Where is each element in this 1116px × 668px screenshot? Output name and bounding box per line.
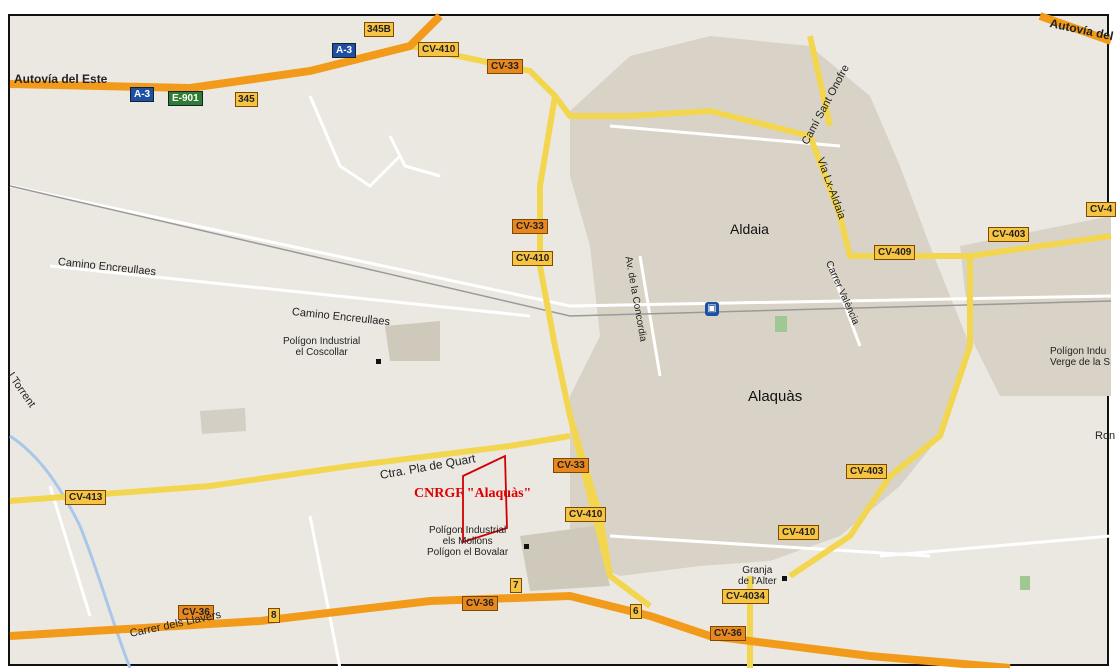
cv410-shield: CV-410 (778, 525, 820, 540)
poi-marker (782, 576, 787, 581)
train-station-icon[interactable]: ▣ (705, 302, 719, 316)
cv410-shield: CV-410 (512, 251, 554, 266)
field-patch (200, 408, 246, 434)
poi-marker (376, 359, 381, 364)
poi-marker (524, 544, 529, 549)
cnrgf-site-label: CNRGF "Alaquàs" (414, 486, 532, 501)
cnrgf-site-outline (462, 454, 508, 544)
east-urban-area (960, 216, 1111, 396)
cv409-shield: CV-409 (874, 245, 916, 260)
exit-7-shield: 7 (510, 578, 522, 593)
park-patch (1020, 576, 1030, 590)
cv403-shield: CV-403 (846, 464, 888, 479)
autovia-este-label: Autovía del Este (14, 72, 108, 86)
a3-shield: A-3 (332, 43, 357, 58)
exit-345-shield: 345 (235, 92, 258, 107)
railway (9, 185, 1112, 317)
cv36-shield: CV-36 (710, 626, 746, 641)
motorways (9, 12, 1113, 668)
town-aldaia: Aldaia (730, 221, 769, 237)
cv4034-shield: CV-4034 (722, 589, 769, 604)
mollons-block (520, 526, 610, 591)
cv33-shield: CV-33 (512, 219, 548, 234)
a3-shield: A-3 (130, 87, 155, 102)
cv413-shield: CV-413 (65, 490, 107, 505)
map-frame: Autovía del Este Autovía del A-3 A-3 E-9… (5, 12, 1116, 668)
minor-roads (9, 95, 1112, 668)
place-coscollar: Polígon Industrial el Coscollar (283, 336, 361, 358)
place-mollons: Polígon Industrial els Mollons Polígon e… (427, 525, 509, 558)
aldaia-urban-area (570, 36, 970, 576)
cv33-shield: CV-33 (487, 59, 523, 74)
cv4-shield: CV-4 (1086, 202, 1116, 217)
coscollar-block (385, 321, 440, 361)
place-verge: Polígon Indu Verge de la S (1050, 346, 1111, 368)
place-granja: Granja de l'Alter (738, 565, 777, 587)
street-label: Ron (1095, 430, 1116, 442)
cv410-shield: CV-410 (565, 507, 607, 522)
exit-6-shield: 6 (630, 604, 642, 619)
cv403-shield: CV-403 (988, 227, 1030, 242)
cv33-shield: CV-33 (553, 458, 589, 473)
town-alaquas: Alaquàs (748, 388, 803, 405)
park-patch (775, 316, 787, 332)
cv410-shield: CV-410 (418, 42, 460, 57)
exit-345b-shield: 345B (364, 22, 394, 37)
e901-shield: E-901 (168, 91, 203, 106)
cv36-shield: CV-36 (462, 596, 498, 611)
cv36-shield: CV-36 (178, 605, 214, 620)
exit-8-shield: 8 (268, 608, 280, 623)
map-canvas[interactable] (9, 12, 1113, 668)
